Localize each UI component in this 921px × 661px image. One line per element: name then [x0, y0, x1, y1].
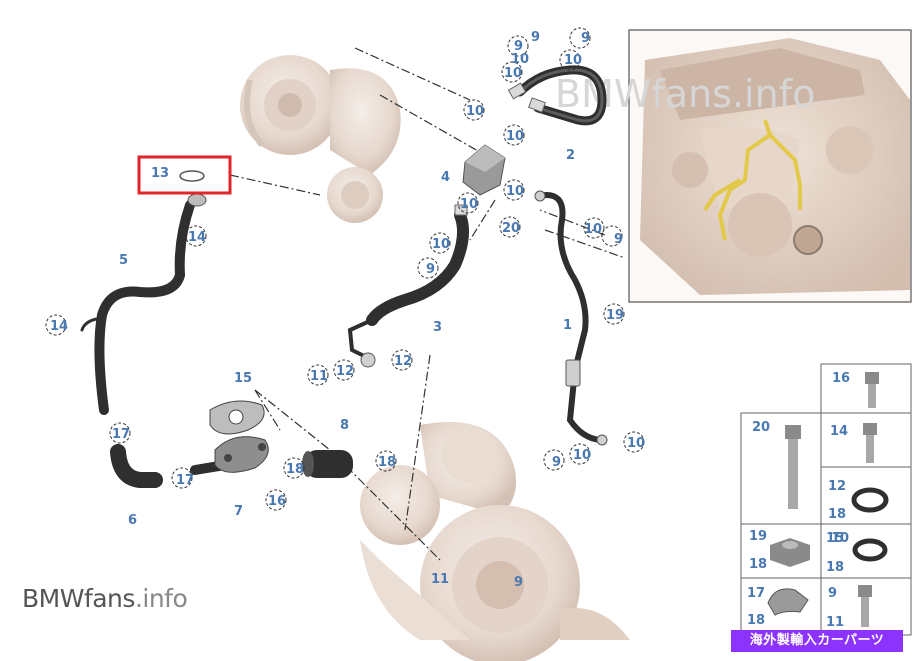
label-10-f: 10	[506, 184, 524, 199]
legend-18-b: 18	[749, 557, 767, 572]
label-9-middle: 9	[426, 262, 435, 277]
label-10-h: 10	[584, 222, 602, 237]
label-10-d: 10	[466, 104, 484, 119]
engine-inset: BMWfans.info	[555, 29, 912, 303]
label-19: 19	[606, 308, 624, 323]
label-part-5: 5	[119, 253, 128, 268]
label-9-right: 9	[614, 232, 623, 247]
label-10-e: 10	[506, 129, 524, 144]
legend-18-c: 18	[826, 560, 844, 575]
part-15-gasket	[209, 400, 265, 435]
label-part-6: 6	[128, 513, 137, 528]
legend-20: 20	[752, 420, 770, 435]
nut-19-icon	[770, 538, 810, 567]
part-5-pipe	[80, 193, 207, 415]
clamp-17-icon	[767, 588, 809, 616]
label-10-b: 10	[564, 53, 582, 68]
label-part-1: 1	[563, 318, 572, 333]
label-11-a: 11	[310, 369, 328, 384]
part-6-hose	[110, 444, 163, 488]
label-part-2: 2	[566, 148, 575, 163]
label-10-k: 10	[627, 436, 645, 451]
part-4-block	[462, 144, 506, 196]
legend-15: 15	[826, 531, 844, 546]
label-15: 15	[234, 371, 252, 386]
label-13-highlight: 13	[151, 166, 169, 181]
label-9-turbo: 9	[514, 575, 523, 590]
label-14-b: 14	[50, 319, 68, 334]
legend-14: 14	[830, 424, 848, 439]
watermark-tld: .info	[134, 584, 188, 613]
label-18-a: 18	[286, 462, 304, 477]
legend-19: 19	[749, 529, 767, 544]
label-14-a: 14	[188, 230, 206, 245]
ring-15-icon	[852, 538, 888, 562]
label-20: 20	[502, 221, 520, 236]
callout-circles	[45, 27, 645, 511]
label-17-a: 17	[112, 427, 130, 442]
label-10-a: 10	[511, 52, 529, 67]
part-3-pipe	[347, 204, 470, 368]
label-12-b: 12	[394, 354, 412, 369]
label-16: 16	[268, 494, 286, 509]
legend-11: 11	[826, 615, 844, 630]
bolt-20-icon	[785, 425, 801, 509]
legend-9: 9	[828, 586, 837, 601]
label-9-bottom: 9	[552, 455, 561, 470]
watermark-brand: BMWfans	[22, 584, 135, 613]
highlight-box	[137, 155, 232, 195]
banjo-bolt-9-icon	[858, 585, 872, 627]
label-11-b: 11	[431, 572, 449, 587]
legend-18-d: 18	[747, 613, 765, 628]
label-10-c: 10	[504, 66, 522, 81]
label-part-4: 4	[441, 170, 450, 185]
label-10-j: 10	[573, 448, 591, 463]
legend-17: 17	[747, 586, 765, 601]
main-watermark: BMWfans.info	[22, 584, 188, 613]
label-10-g: 10	[460, 197, 478, 212]
part-8-hose	[302, 450, 353, 478]
label-9-top-left: 9	[514, 39, 523, 54]
lower-turbocharger-illustration	[360, 422, 630, 661]
label-17-b: 17	[176, 473, 194, 488]
legend-12: 12	[828, 479, 846, 494]
part-labels: 1 2 3 4 5 6 7 8 9 9 9 9 9 9 9 10 10 10 1…	[50, 30, 645, 590]
label-part-8: 8	[340, 418, 349, 433]
label-10-i: 10	[432, 237, 450, 252]
imported-parts-badge: 海外製輸入カーパーツ	[731, 630, 903, 652]
legend-16: 16	[832, 371, 850, 386]
part-13-gasket	[179, 170, 205, 182]
label-9-top-right: 9	[581, 31, 590, 46]
hardware-legend: 16 20 14 12 18 19 18 15 10 18 17 18 9 11	[740, 363, 912, 636]
bolt-16-icon	[865, 372, 879, 408]
leader-lines	[229, 47, 626, 561]
legend-10: 10	[831, 531, 849, 546]
upper-turbocharger-illustration	[240, 55, 401, 223]
label-9-top: 9	[531, 30, 540, 45]
part-2-pipe	[507, 65, 607, 126]
ring-12-icon	[851, 487, 889, 513]
legend-18-a: 18	[828, 507, 846, 522]
label-12-a: 12	[336, 364, 354, 379]
label-18-b: 18	[378, 455, 396, 470]
bolt-14-icon	[863, 423, 877, 463]
part-1-pipe	[534, 190, 608, 446]
part-7-flange	[190, 436, 269, 475]
label-part-7: 7	[234, 504, 243, 519]
label-part-3: 3	[433, 320, 442, 335]
